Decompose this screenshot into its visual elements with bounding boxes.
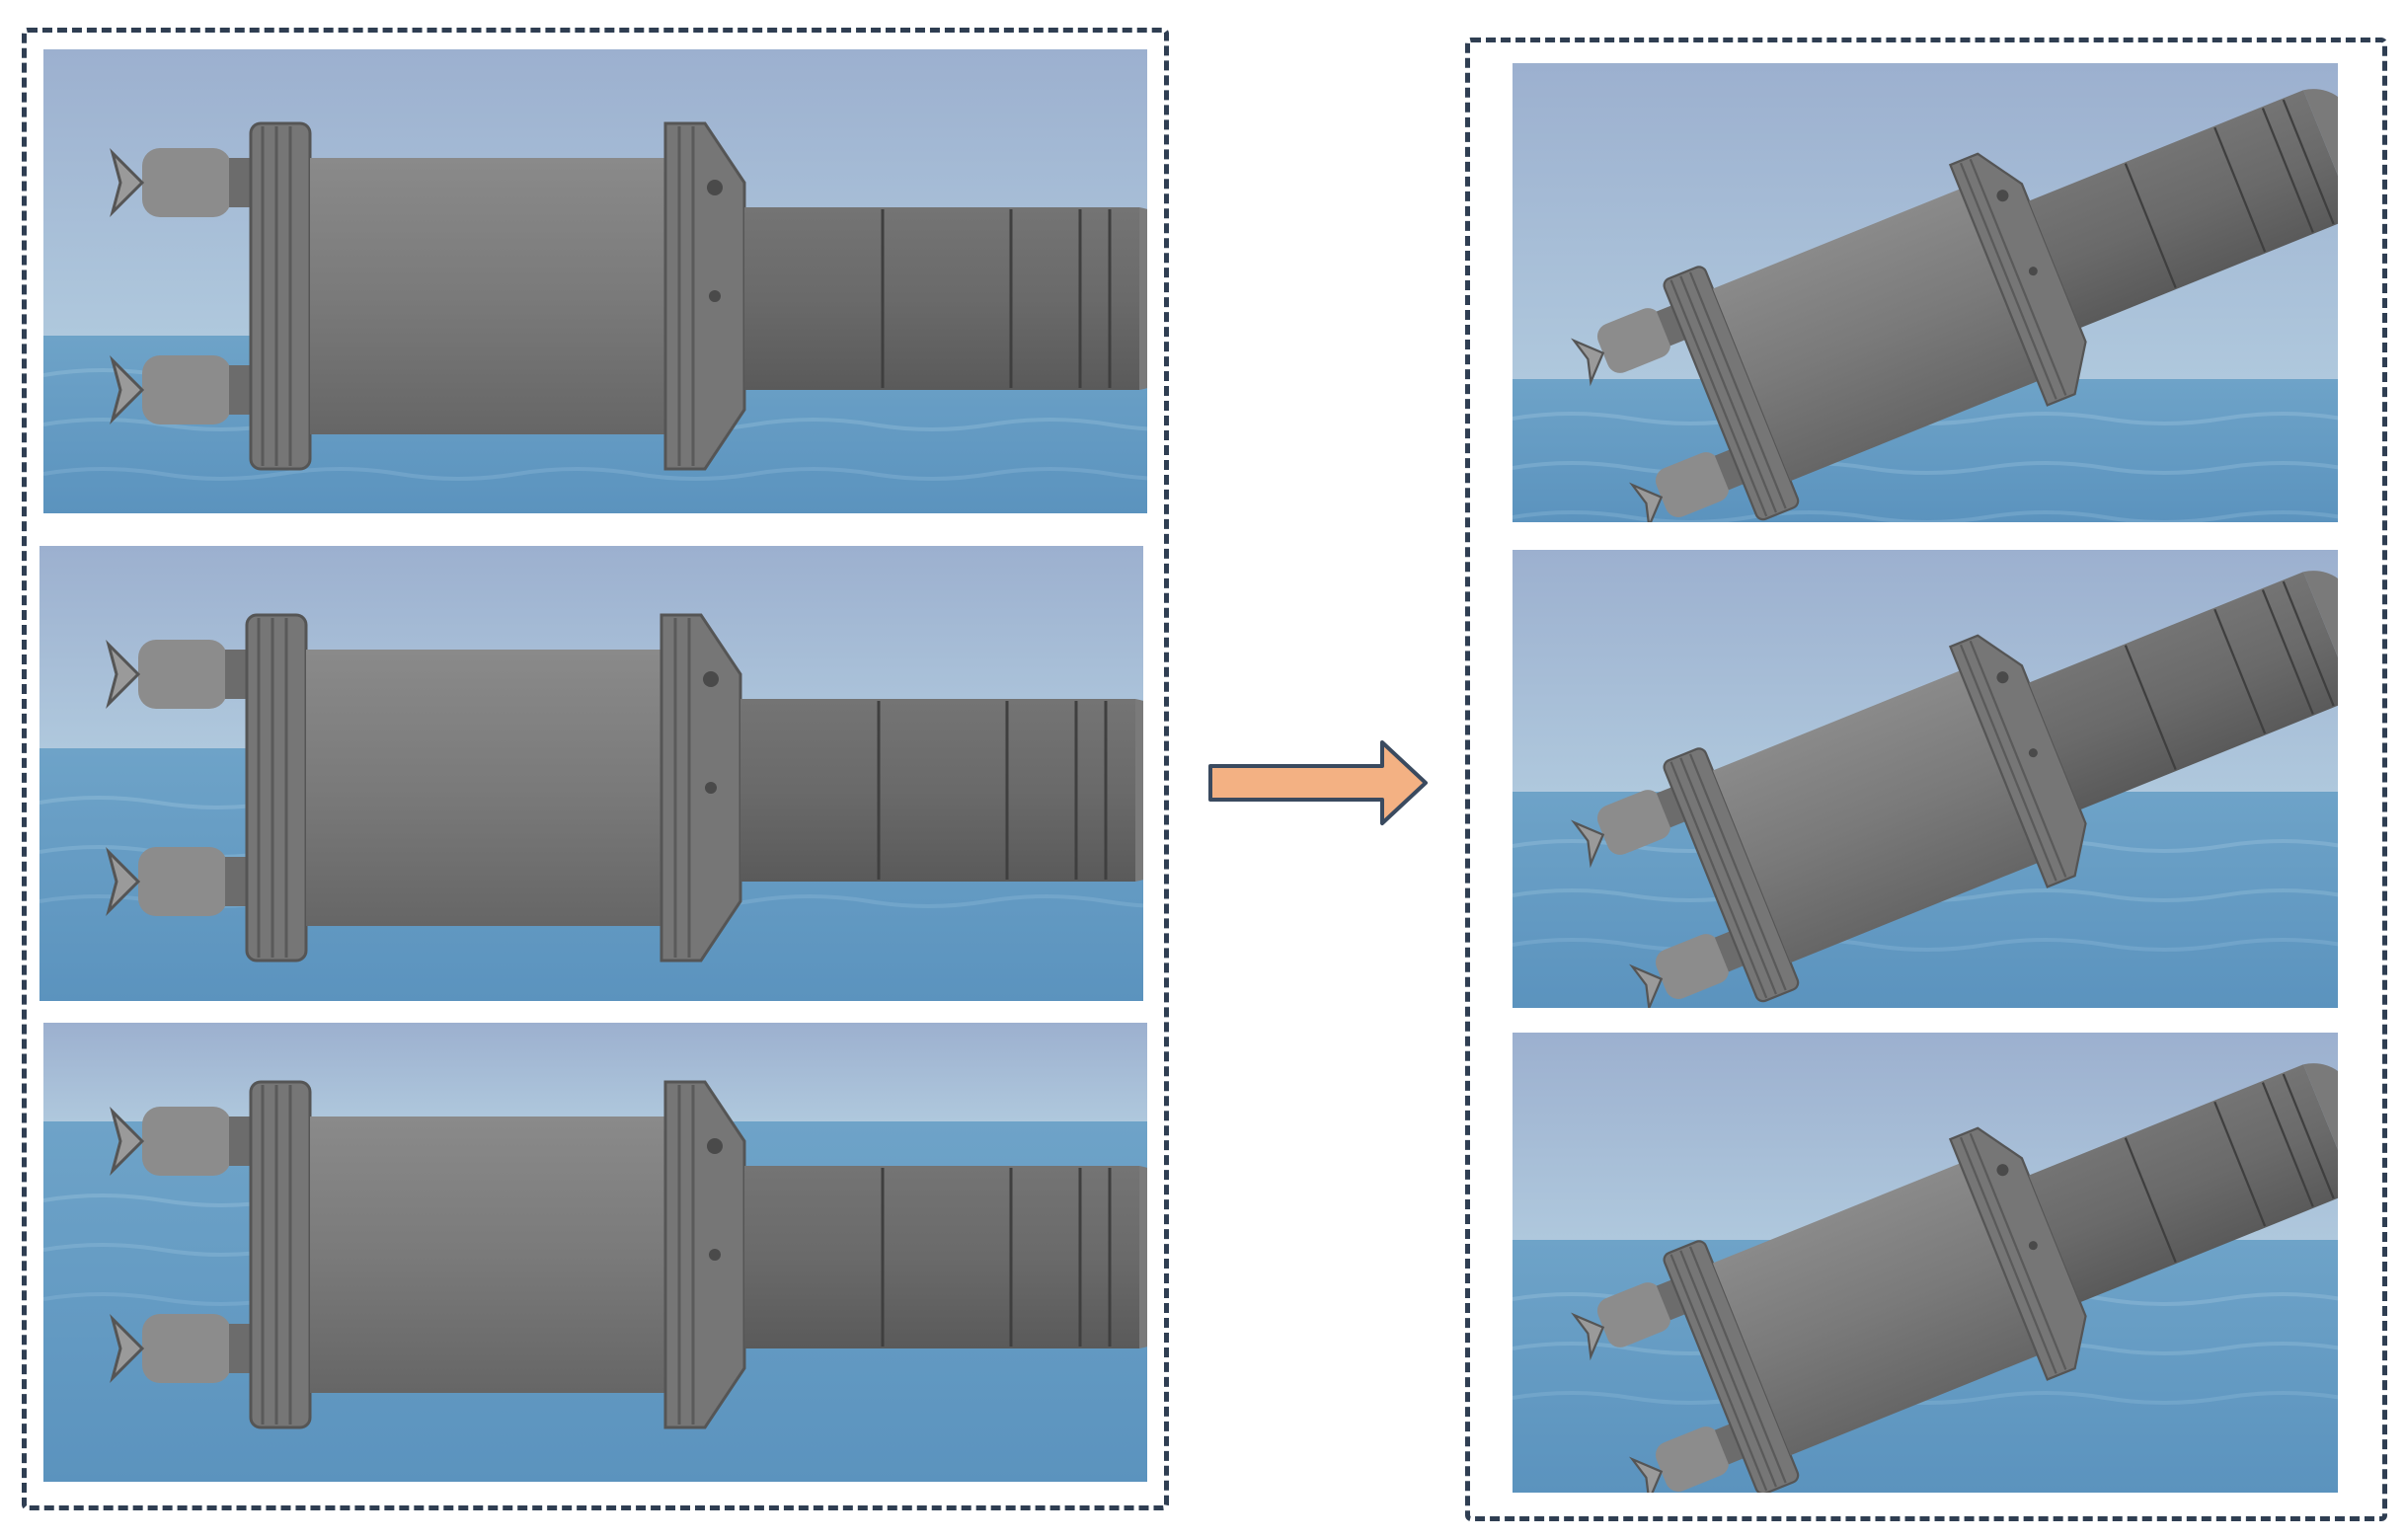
tilted-vehicle-panel-3 — [1513, 1033, 2338, 1493]
right-state-group — [1465, 38, 2387, 1521]
level-vehicle-panel-1 — [43, 49, 1147, 513]
tilted-vehicle-panel-1 — [1513, 63, 2338, 522]
level-vehicle-panel-2 — [39, 546, 1143, 1001]
tilted-vehicle-panel-2 — [1513, 550, 2338, 1008]
left-state-group — [22, 28, 1169, 1510]
right-arrow-icon — [1208, 740, 1428, 825]
level-vehicle-panel-3 — [43, 1023, 1147, 1482]
